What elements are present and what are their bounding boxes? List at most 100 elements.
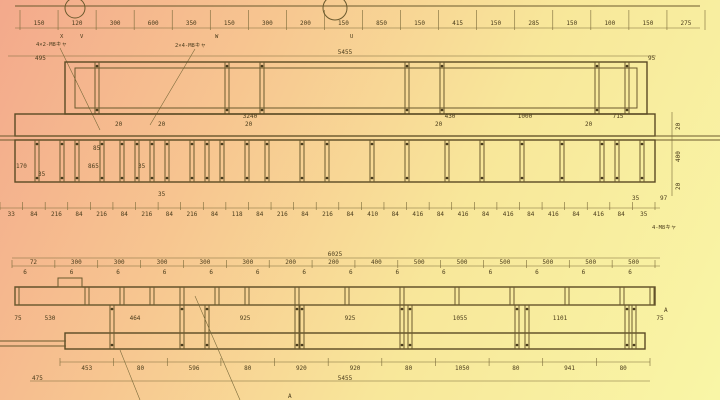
overall-length: 5455 bbox=[338, 49, 353, 56]
top-strip-label: 285 bbox=[528, 20, 539, 27]
callout-mark: V bbox=[80, 34, 84, 40]
bolt-dot bbox=[625, 108, 629, 112]
top-strip-ticks bbox=[19, 10, 706, 30]
bolt-dot bbox=[220, 176, 224, 180]
six-mark: 6 bbox=[163, 269, 167, 276]
callout-mark: U bbox=[350, 34, 353, 40]
inner-dim: 430 bbox=[445, 113, 456, 120]
side-lower-posts bbox=[109, 305, 637, 349]
bolt-circle bbox=[64, 0, 86, 19]
side-top-strip-label: 500 bbox=[500, 259, 511, 266]
lower-posts bbox=[34, 140, 645, 182]
side-lower-mark: 75 bbox=[656, 315, 664, 322]
left-mark: 35 bbox=[138, 163, 146, 170]
bolt-dot bbox=[225, 64, 229, 68]
side-top-strip-label: 200 bbox=[285, 259, 296, 266]
leader-line bbox=[194, 295, 241, 400]
side-bottom-strip-label: 1050 bbox=[455, 365, 470, 372]
small-dim: 20 bbox=[435, 121, 443, 128]
top-strip-label: 150 bbox=[642, 20, 653, 27]
side-top-strip-label: 500 bbox=[457, 259, 468, 266]
bolt-dot bbox=[408, 343, 412, 347]
side-overall-length: 6025 bbox=[328, 251, 343, 258]
bolt-dot bbox=[400, 307, 404, 311]
bottom-strip-label: 416 bbox=[412, 211, 423, 218]
top-strip-label: 415 bbox=[452, 20, 463, 27]
bolt-dot bbox=[95, 108, 99, 112]
bolt-dot bbox=[300, 307, 304, 311]
callout-mark: X bbox=[60, 34, 64, 40]
bolt-dot bbox=[625, 64, 629, 68]
frame-mid-rail bbox=[14, 113, 656, 137]
bolt-dot bbox=[632, 343, 636, 347]
bolt-dot bbox=[405, 142, 409, 146]
bolt-dot bbox=[245, 142, 249, 146]
leader-line bbox=[119, 349, 141, 400]
right-mark: 35 bbox=[632, 195, 640, 202]
bolt-dot bbox=[165, 176, 169, 180]
side-top-strip-label: 200 bbox=[328, 259, 339, 266]
side-bottom-strip-label: 80 bbox=[620, 365, 628, 372]
bottom-strip-label: 84 bbox=[346, 211, 354, 218]
left-mark: 170 bbox=[16, 163, 27, 170]
small-dim: 20 bbox=[115, 121, 123, 128]
bolt-dot bbox=[615, 176, 619, 180]
callout-left: 4×2-M8キャ bbox=[36, 42, 67, 48]
bolt-dot bbox=[445, 176, 449, 180]
bolt-dot bbox=[225, 108, 229, 112]
bolt-dot bbox=[260, 108, 264, 112]
side-upper-beam bbox=[14, 286, 656, 306]
bolt-dot bbox=[35, 176, 39, 180]
bolt-dot bbox=[120, 176, 124, 180]
side-bottom-strip-label: 453 bbox=[81, 365, 92, 372]
callout-mark: W bbox=[215, 34, 219, 40]
side-bottom-strip-label: 80 bbox=[405, 365, 413, 372]
inner-dim: 715 bbox=[613, 113, 624, 120]
upper-posts bbox=[94, 62, 630, 114]
six-mark: 6 bbox=[582, 269, 586, 276]
bottom-strip-label: 33 bbox=[8, 211, 16, 218]
bottom-strip-label: 416 bbox=[503, 211, 514, 218]
side-top-ticks bbox=[11, 260, 656, 268]
six-mark: 6 bbox=[256, 269, 260, 276]
bolt-dot bbox=[205, 142, 209, 146]
left-mark: 35 bbox=[158, 191, 166, 198]
side-bottom-total: 5455 bbox=[338, 375, 353, 382]
bottom-strip-label: 84 bbox=[301, 211, 309, 218]
right-offset: 95 bbox=[648, 55, 656, 62]
bottom-strip-label: 84 bbox=[75, 211, 83, 218]
right-callout: 4-M8キャ bbox=[652, 225, 676, 231]
top-strip-label: 100 bbox=[604, 20, 615, 27]
section-mark: A bbox=[288, 393, 292, 400]
callout-mid: 2×4-M8キャ bbox=[175, 43, 206, 49]
bolt-dot bbox=[480, 142, 484, 146]
bolt-dot bbox=[400, 343, 404, 347]
side-top-strip-label: 300 bbox=[199, 259, 210, 266]
top-strip-label: 600 bbox=[148, 20, 159, 27]
side-bracket bbox=[57, 277, 83, 288]
top-strip-label: 350 bbox=[186, 20, 197, 27]
side-bottom-strip-label: 80 bbox=[244, 365, 252, 372]
bolt-dot bbox=[515, 307, 519, 311]
side-bottom-strip-label: 920 bbox=[350, 365, 361, 372]
bolt-dot bbox=[600, 176, 604, 180]
bottom-strip-label: 216 bbox=[141, 211, 152, 218]
bolt-dot bbox=[135, 176, 139, 180]
side-top-strip-label: 500 bbox=[585, 259, 596, 266]
bolt-dot bbox=[405, 64, 409, 68]
bottom-strip-label: 216 bbox=[322, 211, 333, 218]
side-left-offset: 475 bbox=[32, 375, 43, 382]
bolt-dot bbox=[408, 307, 412, 311]
side-bottom-strip-label: 941 bbox=[564, 365, 575, 372]
bolt-dot bbox=[180, 343, 184, 347]
bolt-dot bbox=[295, 307, 299, 311]
bolt-dot bbox=[75, 142, 79, 146]
bolt-dot bbox=[60, 142, 64, 146]
bottom-strip-label: 84 bbox=[392, 211, 400, 218]
